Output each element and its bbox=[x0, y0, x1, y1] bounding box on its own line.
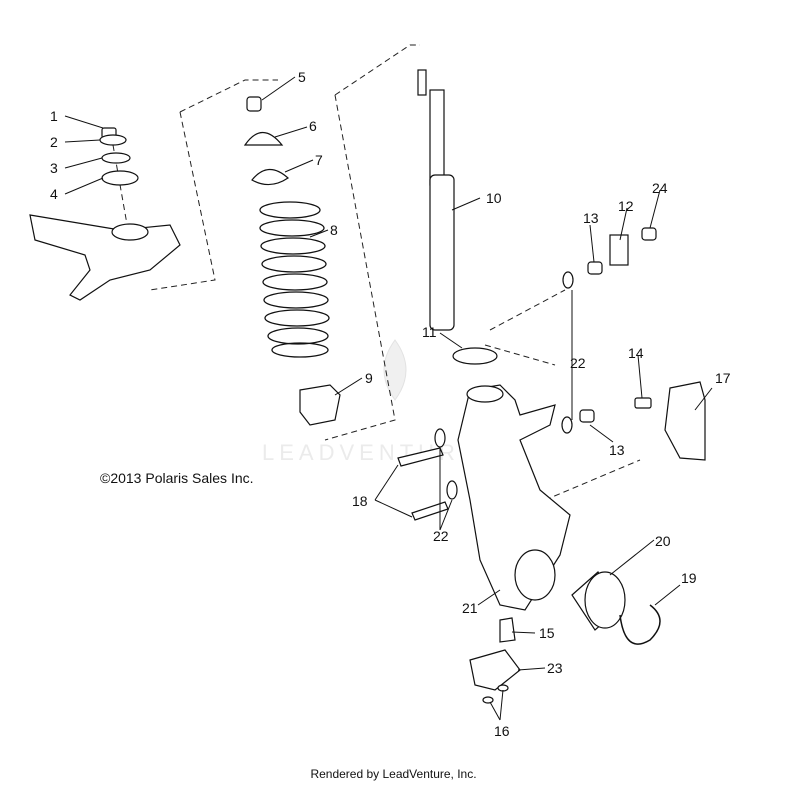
callout-15: 15 bbox=[539, 625, 555, 641]
copyright-text: ©2013 Polaris Sales Inc. bbox=[100, 470, 254, 486]
callout-12: 12 bbox=[618, 198, 634, 214]
leader-lines bbox=[64, 76, 713, 721]
callout-14: 14 bbox=[628, 345, 644, 361]
spring-group bbox=[243, 96, 341, 426]
callout-21: 21 bbox=[462, 600, 478, 616]
callout-16: 16 bbox=[494, 723, 510, 739]
callout-6: 6 bbox=[309, 118, 317, 134]
callout-22a: 22 bbox=[570, 355, 586, 371]
callout-3: 3 bbox=[50, 160, 58, 176]
assembly-dash-lines bbox=[112, 44, 641, 501]
callout-11: 11 bbox=[422, 324, 437, 340]
callout-24: 24 bbox=[652, 180, 668, 196]
bearing-group bbox=[469, 571, 661, 704]
callout-9: 9 bbox=[365, 370, 373, 386]
callout-23: 23 bbox=[547, 660, 563, 676]
callout-13b: 13 bbox=[609, 442, 625, 458]
callout-19: 19 bbox=[681, 570, 697, 586]
callout-8: 8 bbox=[330, 222, 338, 238]
hardware-group bbox=[561, 227, 657, 434]
callout-numbers: 1 2 3 4 5 6 7 8 9 10 11 12 13 13 14 15 1… bbox=[50, 69, 731, 739]
callout-2: 2 bbox=[50, 134, 58, 150]
caliper-group bbox=[634, 381, 706, 461]
callout-1: 1 bbox=[50, 108, 58, 124]
leadventure-watermark: LEADVENTURE bbox=[262, 339, 480, 465]
shock-group bbox=[417, 69, 498, 365]
callout-18: 18 bbox=[352, 493, 368, 509]
callout-20: 20 bbox=[655, 533, 671, 549]
footer-text: Rendered by LeadVenture, Inc. bbox=[310, 767, 477, 781]
callout-7: 7 bbox=[315, 152, 323, 168]
knuckle-group bbox=[397, 384, 571, 611]
callout-10: 10 bbox=[486, 190, 502, 206]
watermark-text: LEADVENTURE bbox=[262, 440, 480, 465]
callout-5: 5 bbox=[298, 69, 306, 85]
callout-13a: 13 bbox=[583, 210, 599, 226]
control-arm-group bbox=[29, 127, 181, 301]
callout-17: 17 bbox=[715, 370, 731, 386]
callout-4: 4 bbox=[50, 186, 58, 202]
callout-22b: 22 bbox=[433, 528, 449, 544]
